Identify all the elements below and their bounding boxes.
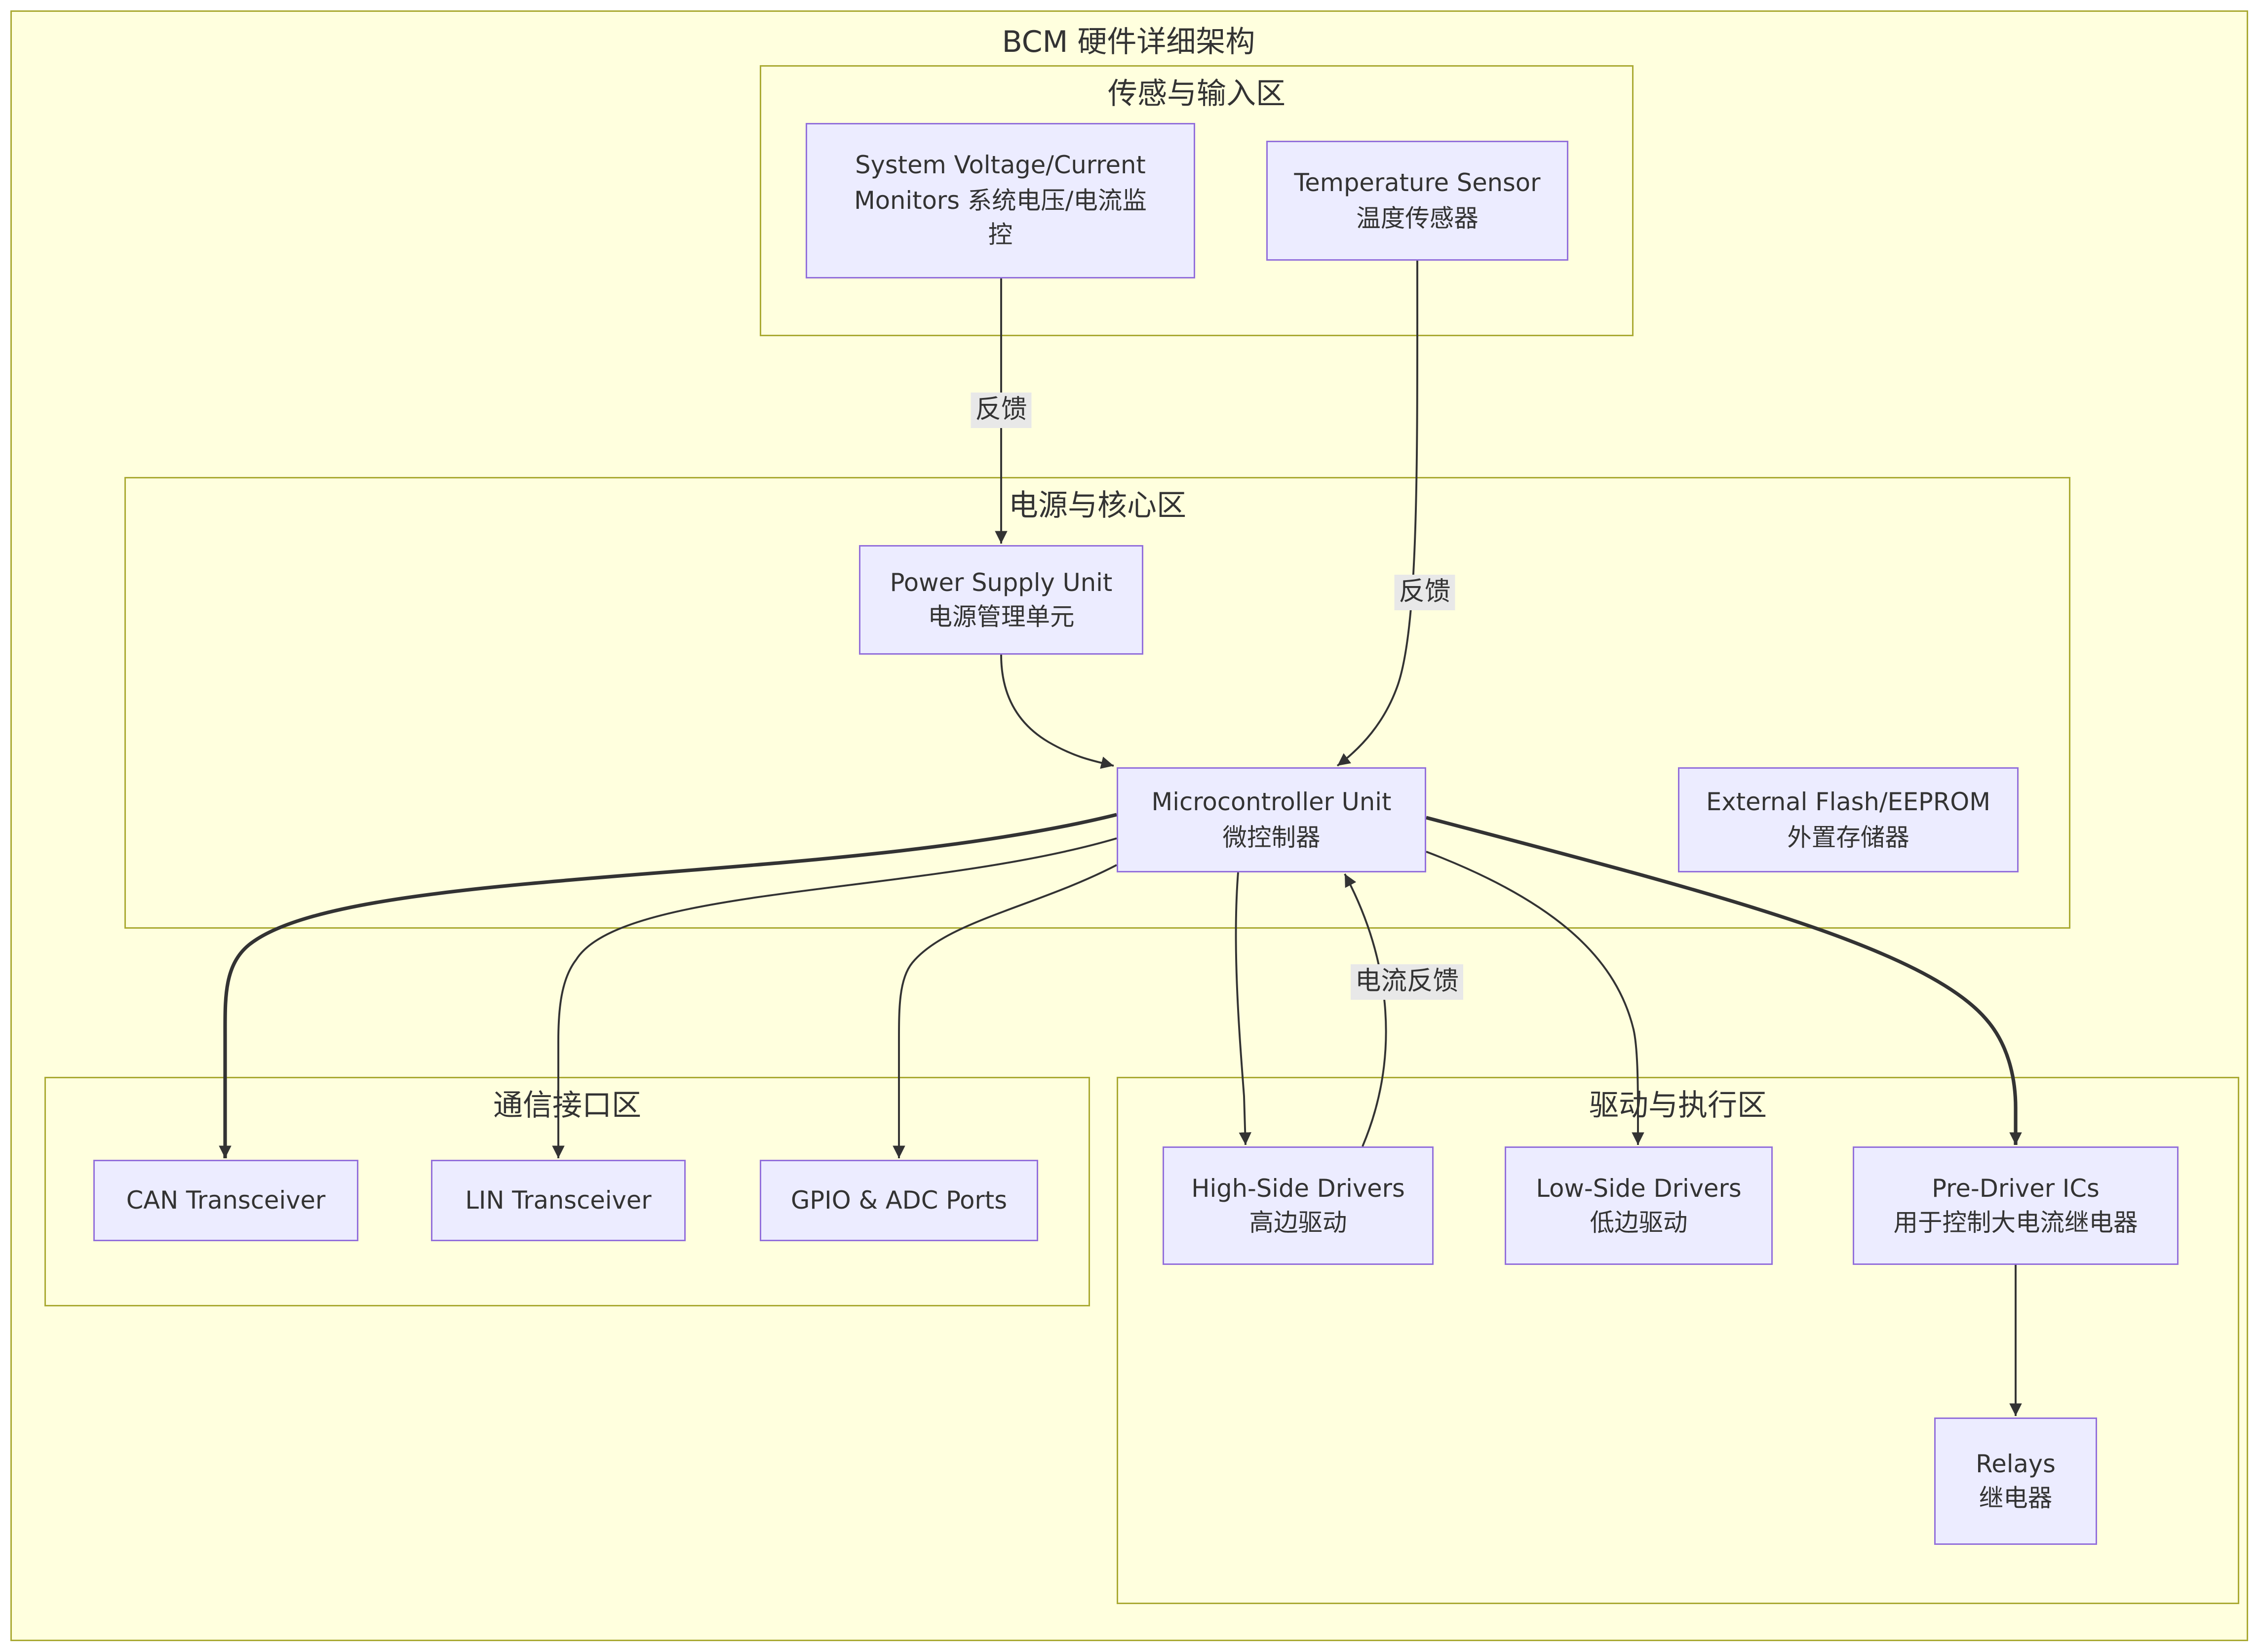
node-line: 电源管理单元 xyxy=(928,603,1075,631)
node-can-transceiver: CAN Transceiver xyxy=(93,1160,358,1241)
node-line: Monitors 系统电压/电流监 xyxy=(854,186,1147,215)
cluster-drive-exec-label: 驱动与执行区 xyxy=(1589,1087,1767,1123)
edge-mcu-to-hsd xyxy=(1235,872,1251,1145)
node-low-side-drivers: Low-Side Drivers 低边驱动 xyxy=(1505,1146,1773,1265)
edge-label-current-feedback-hsd-mcu: 电流反馈 xyxy=(1351,964,1463,1000)
node-line: 高边驱动 xyxy=(1249,1209,1347,1237)
edge-mcu-to-lin xyxy=(552,837,1117,1158)
node-line: Power Supply Unit xyxy=(890,568,1113,596)
node-line: 继电器 xyxy=(1979,1484,2053,1512)
node-lin-transceiver: LIN Transceiver xyxy=(431,1160,686,1241)
edge-label-feedback-temp-mcu: 反馈 xyxy=(1394,575,1455,610)
cluster-sensor-input-label: 传感与输入区 xyxy=(1108,76,1285,111)
edge-hsd-to-mcu xyxy=(1344,873,1387,1147)
node-relays: Relays 继电器 xyxy=(1934,1417,2097,1545)
cluster-power-core-label: 电源与核心区 xyxy=(1009,487,1186,523)
edge-mcu-to-can xyxy=(219,813,1117,1158)
node-line: System Voltage/Current xyxy=(855,151,1146,180)
node-line: 微控制器 xyxy=(1222,823,1321,851)
cluster-comm-interface-label: 通信接口区 xyxy=(493,1087,641,1123)
edge-psu-to-mcu xyxy=(1000,654,1114,769)
node-microcontroller-unit: Microcontroller Unit 微控制器 xyxy=(1117,767,1426,872)
node-line: 外置存储器 xyxy=(1787,823,1909,851)
edge-mcu-to-lsd xyxy=(1426,851,1644,1145)
node-line: Low-Side Drivers xyxy=(1536,1174,1742,1202)
node-external-flash-eeprom: External Flash/EEPROM 外置存储器 xyxy=(1678,767,2019,872)
diagram-title: BCM 硬件详细架构 xyxy=(1002,24,1255,59)
edge-mcu-to-pre xyxy=(1426,816,2022,1145)
node-line: Pre-Driver ICs xyxy=(1932,1174,2100,1202)
node-system-voltage-current-monitors: System Voltage/Current Monitors 系统电压/电流监… xyxy=(806,123,1195,278)
node-line: GPIO & ADC Ports xyxy=(790,1186,1007,1215)
node-line: Microcontroller Unit xyxy=(1151,788,1392,816)
node-gpio-adc-ports: GPIO & ADC Ports xyxy=(760,1160,1038,1241)
node-line: High-Side Drivers xyxy=(1191,1174,1405,1202)
node-line: Relays xyxy=(1976,1449,2056,1478)
node-line: External Flash/EEPROM xyxy=(1706,788,1990,816)
node-line: 温度传感器 xyxy=(1356,203,1479,232)
node-line: LIN Transceiver xyxy=(465,1186,652,1215)
node-high-side-drivers: High-Side Drivers 高边驱动 xyxy=(1163,1146,1434,1265)
node-temperature-sensor: Temperature Sensor 温度传感器 xyxy=(1266,141,1568,261)
node-line: 低边驱动 xyxy=(1590,1209,1688,1237)
edge-mcu-to-gpio xyxy=(893,864,1117,1158)
node-line: 用于控制大电流继电器 xyxy=(1893,1209,2138,1237)
node-line: Temperature Sensor xyxy=(1294,169,1541,197)
edge-temp-to-mcu xyxy=(1336,260,1418,767)
node-power-supply-unit: Power Supply Unit 电源管理单元 xyxy=(859,545,1143,655)
edge-label-feedback-svcm-psu: 反馈 xyxy=(971,393,1032,428)
node-pre-driver-ics: Pre-Driver ICs 用于控制大电流继电器 xyxy=(1853,1146,2179,1265)
node-line: 控 xyxy=(988,221,1013,249)
node-line: CAN Transceiver xyxy=(126,1186,326,1215)
